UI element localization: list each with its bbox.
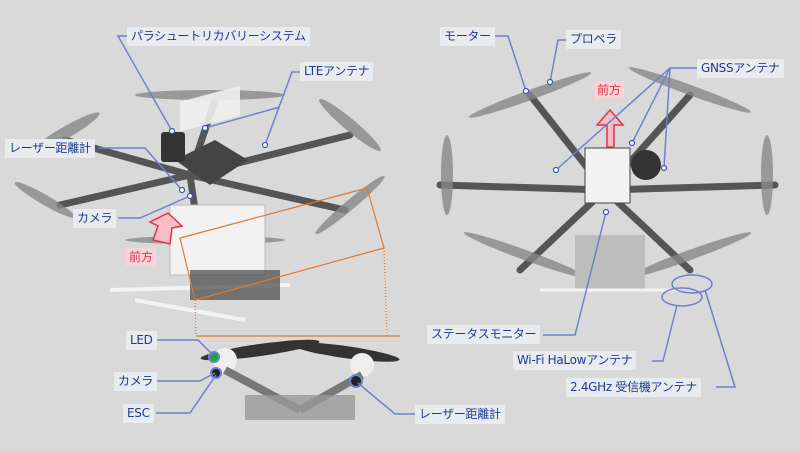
label-camera: カメラ xyxy=(73,209,117,228)
label-status-monitor: ステータスモニター xyxy=(427,325,541,344)
label-laser-rangefinder: レーザー距離計 xyxy=(5,139,95,158)
label-forward-left: 前方 xyxy=(126,248,157,266)
leader-lines xyxy=(98,35,737,415)
left-drone xyxy=(14,85,385,322)
inset-connector xyxy=(179,187,400,337)
label-motor: モーター xyxy=(440,27,495,46)
label-inset-laser-rangefinder: レーザー距離計 xyxy=(415,405,505,424)
right-drone xyxy=(436,67,779,307)
label-parachute-recovery-system: パラシュートリカバリーシステム xyxy=(127,27,310,46)
label-propeller: プロペラ xyxy=(566,30,621,49)
label-esc: ESC xyxy=(123,404,154,423)
inset-close-up xyxy=(200,339,400,420)
label-forward-right: 前方 xyxy=(594,81,625,99)
label-lte-antenna: LTEアンテナ xyxy=(300,62,374,81)
label-receiver-antenna: 2.4GHz 受信機アンテナ xyxy=(566,378,701,397)
label-gnss-antenna: GNSSアンテナ xyxy=(697,59,784,78)
leader-dots xyxy=(168,78,668,216)
label-inset-camera: カメラ xyxy=(114,372,158,391)
label-wifi-halow-antenna: Wi-Fi HaLowアンテナ xyxy=(513,351,637,370)
label-led: LED xyxy=(126,331,157,350)
